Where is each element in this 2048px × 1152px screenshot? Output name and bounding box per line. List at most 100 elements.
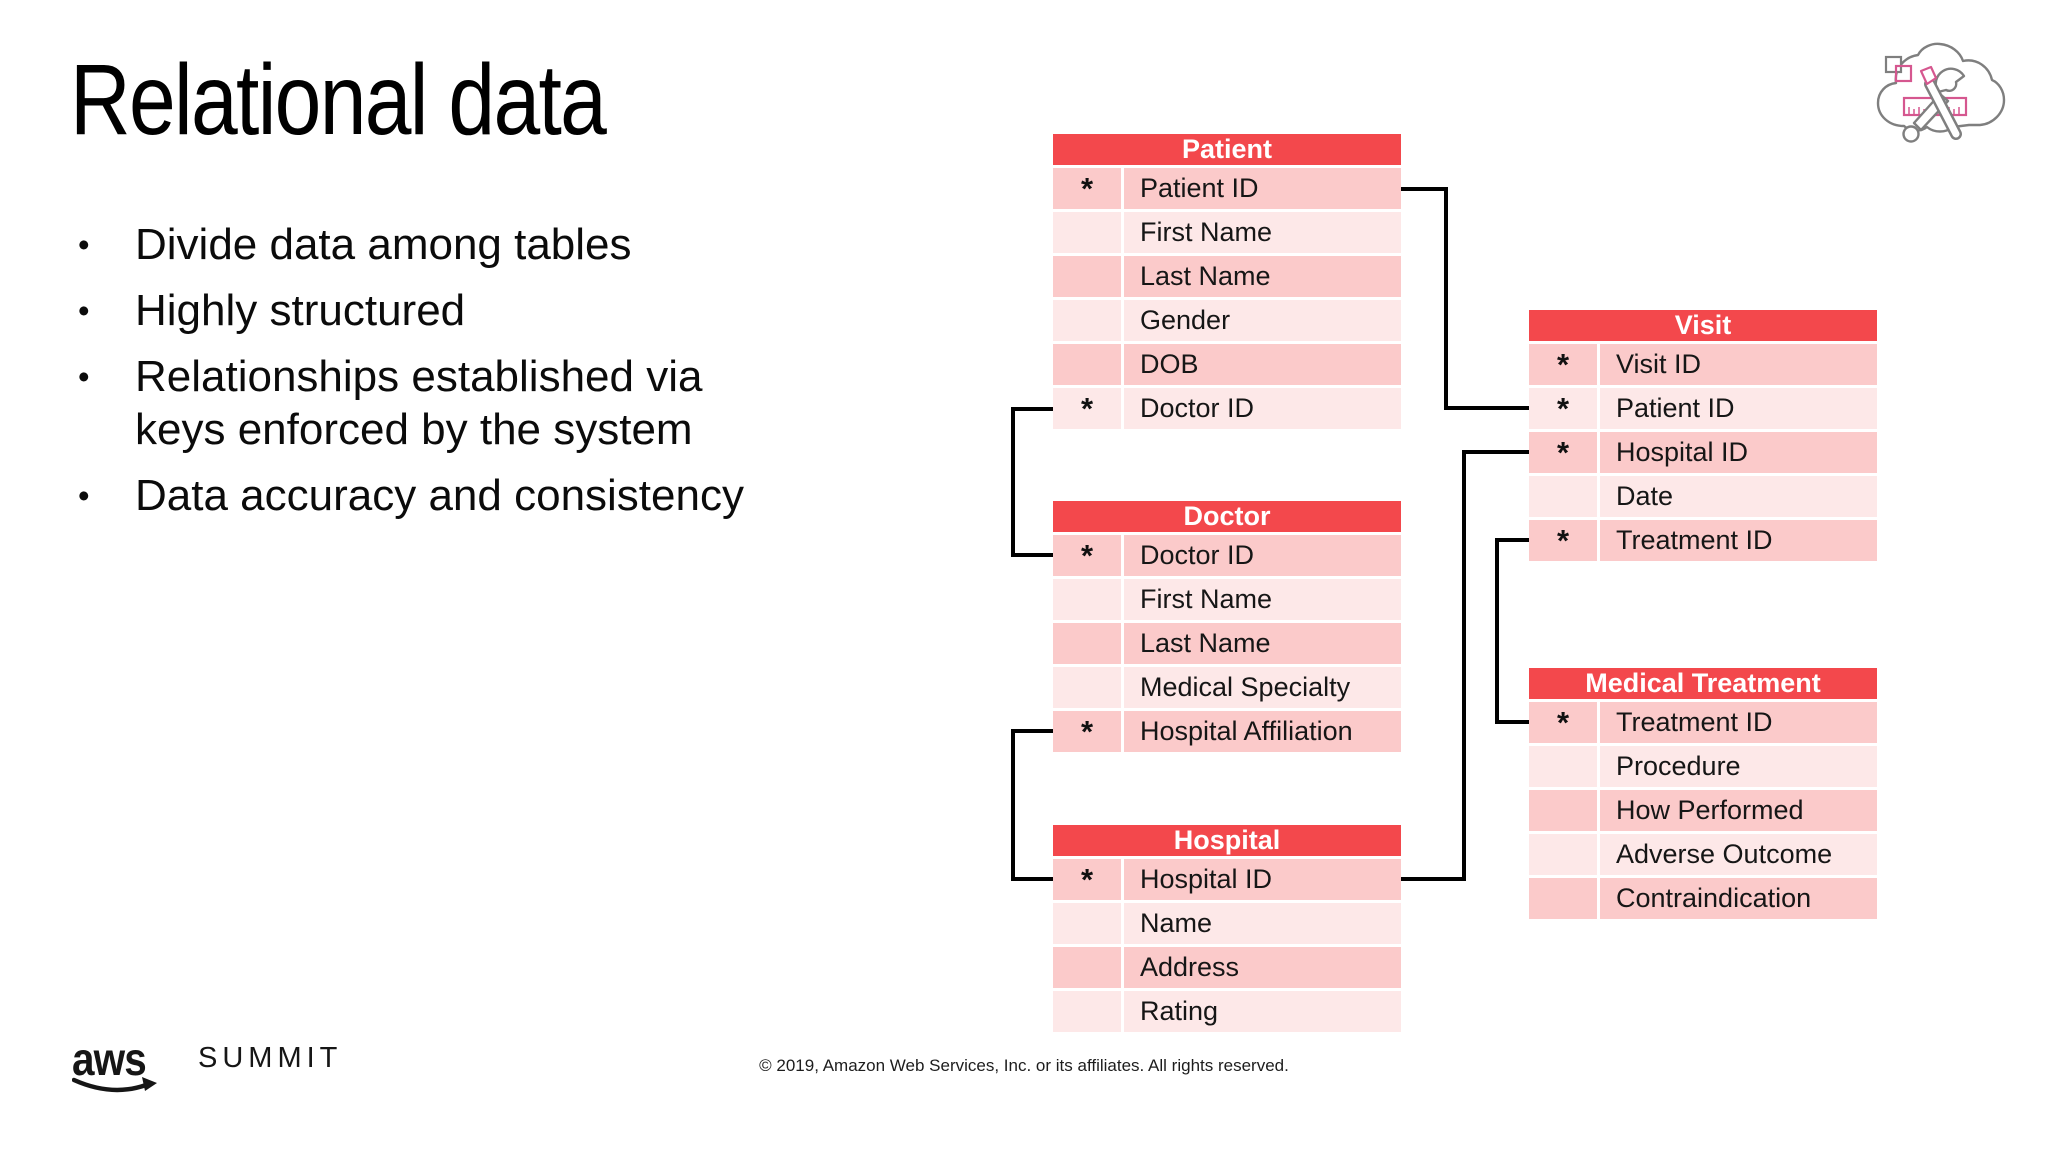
field-label: Name — [1124, 903, 1401, 944]
key-indicator: * — [1529, 344, 1597, 385]
field-label: Last Name — [1124, 623, 1401, 664]
key-indicator — [1053, 623, 1121, 664]
table-row: Last Name — [1053, 623, 1401, 664]
entity-table-medical-treatment: Medical Treatment * Treatment ID Procedu… — [1529, 668, 1877, 922]
bullet-icon: • — [78, 226, 90, 263]
key-indicator — [1529, 746, 1597, 787]
table-row: Gender — [1053, 300, 1401, 341]
field-label: Hospital ID — [1600, 432, 1877, 473]
summit-wordmark: SUMMIT — [198, 1042, 343, 1074]
table-row: Adverse Outcome — [1529, 834, 1877, 875]
key-indicator — [1529, 834, 1597, 875]
key-indicator — [1053, 344, 1121, 385]
entity-table-doctor: Doctor * Doctor ID First Name Last Name … — [1053, 501, 1401, 755]
table-row: First Name — [1053, 579, 1401, 620]
table-row: * Doctor ID — [1053, 535, 1401, 576]
table-row: * Patient ID — [1053, 168, 1401, 209]
field-label: Address — [1124, 947, 1401, 988]
field-label: Hospital Affiliation — [1124, 711, 1401, 752]
field-label: How Performed — [1600, 790, 1877, 831]
table-row: Name — [1053, 903, 1401, 944]
connector-visit-treatment — [1495, 538, 1529, 724]
square-pink-icon — [1894, 64, 1913, 83]
key-indicator: * — [1053, 168, 1121, 209]
key-indicator — [1529, 476, 1597, 517]
table-row: * Hospital ID — [1529, 432, 1877, 473]
bullet-icon: • — [78, 358, 90, 395]
key-indicator — [1053, 903, 1121, 944]
field-label: Gender — [1124, 300, 1401, 341]
aws-wordmark: aws — [72, 1033, 147, 1085]
field-label: Visit ID — [1600, 344, 1877, 385]
field-label: Rating — [1124, 991, 1401, 1032]
table-row: Last Name — [1053, 256, 1401, 297]
key-indicator — [1053, 579, 1121, 620]
key-indicator — [1053, 667, 1121, 708]
key-indicator — [1529, 878, 1597, 919]
table-row: Medical Specialty — [1053, 667, 1401, 708]
table-row: First Name — [1053, 212, 1401, 253]
bullet-text: Divide data among tables — [135, 220, 632, 269]
key-indicator: * — [1529, 388, 1597, 429]
field-label: Medical Specialty — [1124, 667, 1401, 708]
key-indicator: * — [1529, 432, 1597, 473]
table-title: Visit — [1529, 310, 1877, 341]
table-row: Rating — [1053, 991, 1401, 1032]
entity-table-patient: Patient * Patient ID First Name Last Nam… — [1053, 134, 1401, 432]
key-indicator: * — [1053, 711, 1121, 752]
field-label: Last Name — [1124, 256, 1401, 297]
field-label: Contraindication — [1600, 878, 1877, 919]
field-label: First Name — [1124, 212, 1401, 253]
copyright-text: © 2019, Amazon Web Services, Inc. or its… — [759, 1056, 1289, 1075]
table-row: * Visit ID — [1529, 344, 1877, 385]
connector-patient-doctor — [1011, 407, 1054, 557]
table-row: Procedure — [1529, 746, 1877, 787]
table-row: * Treatment ID — [1529, 520, 1877, 561]
bullet-text: Data accuracy and consistency — [135, 471, 744, 520]
connector-hospital-visit — [1400, 450, 1529, 881]
key-indicator — [1053, 991, 1121, 1032]
bullet-item: • Relationships established via keys enf… — [74, 350, 934, 456]
key-indicator: * — [1053, 535, 1121, 576]
field-label: Treatment ID — [1600, 520, 1877, 561]
table-row: * Treatment ID — [1529, 702, 1877, 743]
table-row: DOB — [1053, 344, 1401, 385]
key-indicator — [1053, 256, 1121, 297]
field-label: Doctor ID — [1124, 535, 1401, 576]
field-label: DOB — [1124, 344, 1401, 385]
field-label: Adverse Outcome — [1600, 834, 1877, 875]
key-indicator: * — [1529, 702, 1597, 743]
entity-table-hospital: Hospital * Hospital ID Name Address Rati… — [1053, 825, 1401, 1035]
entity-table-visit: Visit * Visit ID * Patient ID * Hospital… — [1529, 310, 1877, 564]
bullet-icon: • — [78, 477, 90, 514]
bullet-text: Relationships established via keys enfor… — [135, 352, 703, 454]
field-label: Doctor ID — [1124, 388, 1401, 429]
key-indicator — [1529, 790, 1597, 831]
key-indicator: * — [1529, 520, 1597, 561]
bullet-item: • Divide data among tables — [74, 218, 934, 271]
square-gray-icon — [1884, 55, 1903, 74]
key-indicator: * — [1053, 388, 1121, 429]
connector-patient-visit — [1400, 187, 1529, 410]
bullet-item: • Data accuracy and consistency — [74, 469, 934, 522]
table-row: Contraindication — [1529, 878, 1877, 919]
field-label: Procedure — [1600, 746, 1877, 787]
connector-doctor-hospital — [1011, 729, 1054, 881]
aws-smile-icon — [72, 1077, 157, 1093]
bullet-item: • Highly structured — [74, 284, 934, 337]
field-label: Patient ID — [1600, 388, 1877, 429]
field-label: Hospital ID — [1124, 859, 1401, 900]
table-row: Date — [1529, 476, 1877, 517]
aws-summit-logo: aws SUMMIT — [72, 1033, 337, 1100]
cloud-tools-icon — [1876, 42, 2006, 143]
pen-icon — [1919, 65, 1962, 140]
slide-title: Relational data — [70, 44, 607, 156]
table-title: Doctor — [1053, 501, 1401, 532]
bullet-text: Highly structured — [135, 286, 466, 335]
table-row: * Patient ID — [1529, 388, 1877, 429]
table-row: * Hospital ID — [1053, 859, 1401, 900]
table-row: How Performed — [1529, 790, 1877, 831]
field-label: First Name — [1124, 579, 1401, 620]
table-title: Hospital — [1053, 825, 1401, 856]
